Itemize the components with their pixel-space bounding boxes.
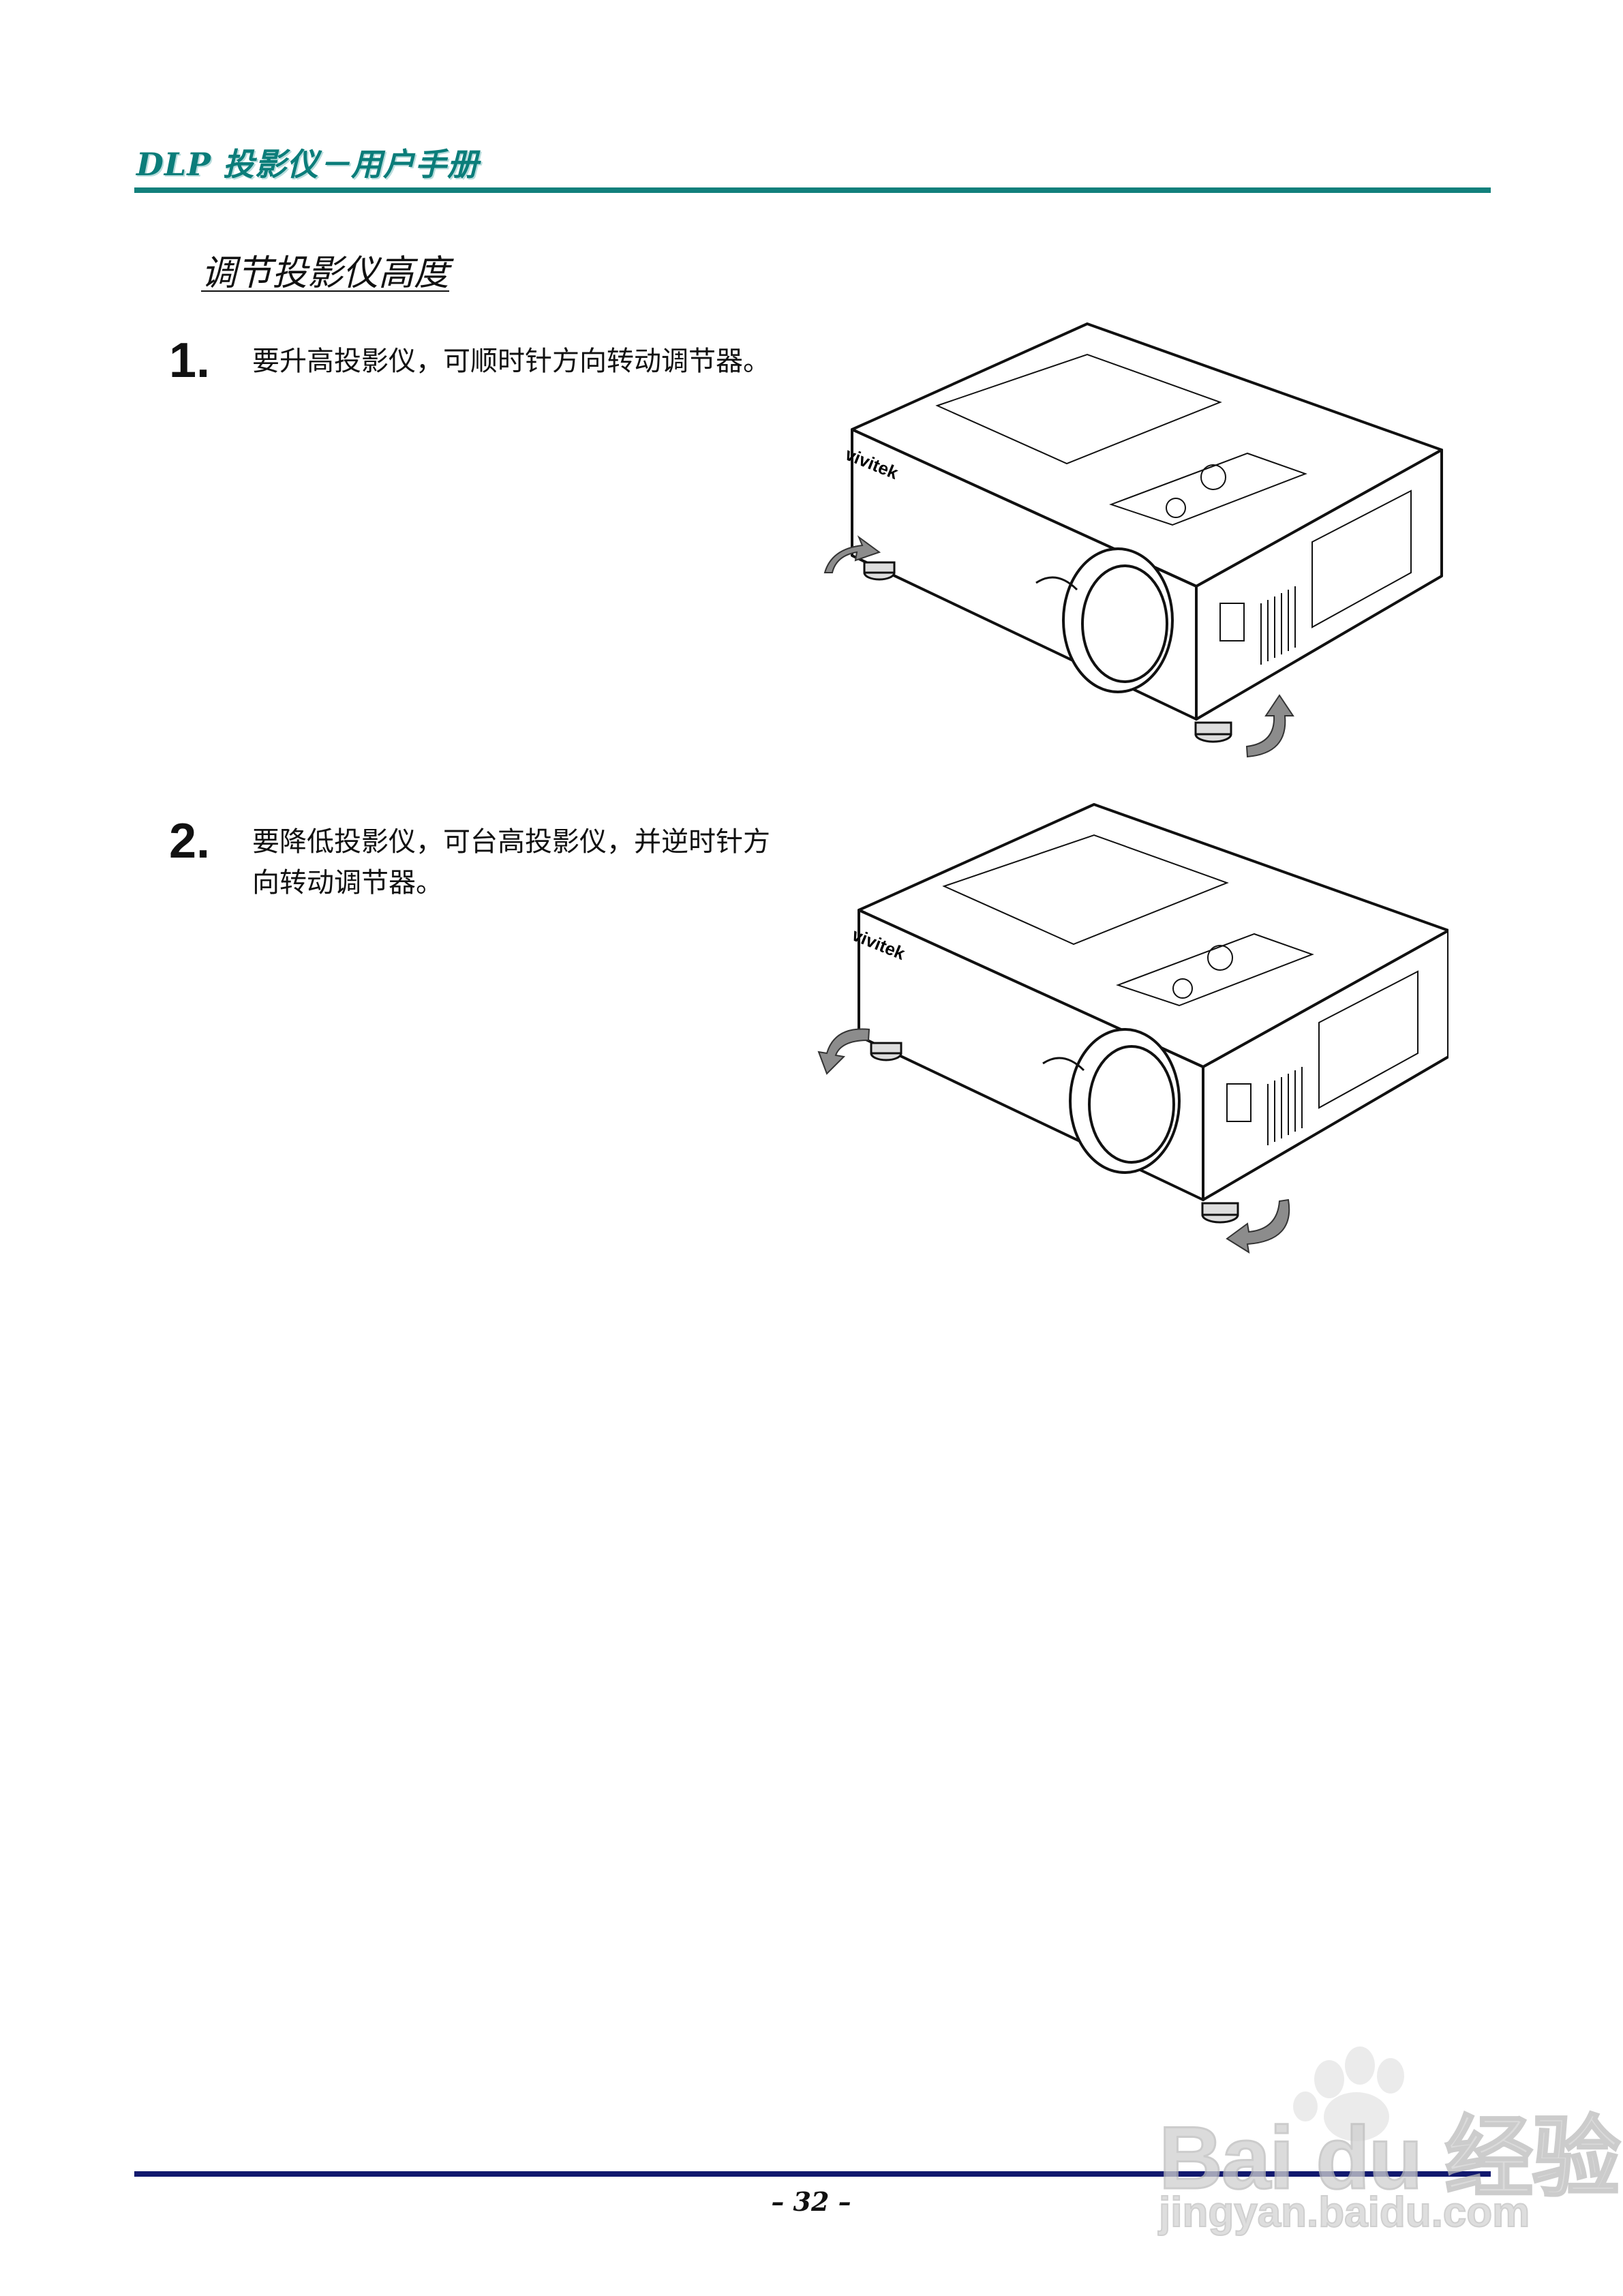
- header-divider: [134, 187, 1491, 193]
- footer-divider: [134, 2171, 1491, 2177]
- projector-lower-illustration: vivitek: [817, 803, 1448, 1254]
- header-title: DLP 投影仪－用户手册: [136, 146, 479, 183]
- watermark-url: jingyan.baidu.com: [1158, 2188, 1530, 2237]
- projector-raise-illustration: vivitek: [823, 322, 1443, 758]
- step-2-text: 要降低投影仪，可台高投影仪，并逆时针方向转动调节器。: [252, 826, 770, 898]
- watermark-brand: Bai du 经验: [1157, 2107, 1621, 2209]
- step-1-text: 要升高投影仪，可顺时针方向转动调节器。: [252, 346, 770, 377]
- step-2-number: 2.: [169, 814, 211, 868]
- step-1-number: 1.: [169, 333, 211, 388]
- page-number: – 32 –: [771, 2186, 851, 2217]
- section-title: 调节投影仪高度: [201, 253, 450, 294]
- baidu-paw-logo: [1293, 2046, 1404, 2141]
